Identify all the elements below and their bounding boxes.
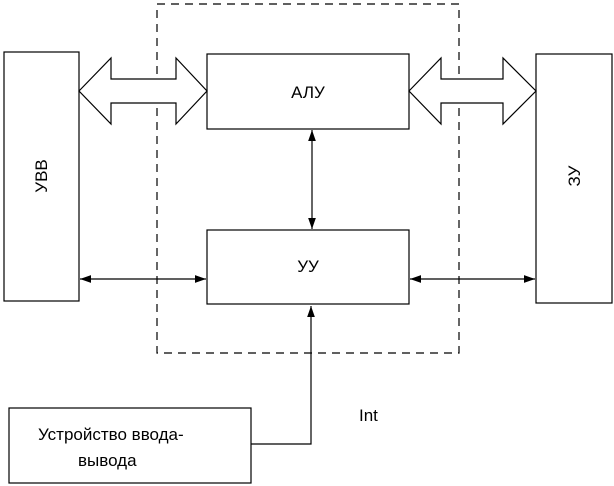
- bus-arrow-io-alu: [78, 56, 208, 126]
- memory-label: ЗУ: [565, 165, 584, 186]
- control-unit-block: УУ: [206, 229, 410, 305]
- io-device-block: Устройство ввода- вывода: [8, 407, 252, 484]
- bus-arrow-alu-memory: [408, 56, 537, 126]
- memory-block: ЗУ: [535, 53, 613, 304]
- processor-boundary: [156, 3, 460, 354]
- control-unit-label: УУ: [297, 257, 319, 276]
- io-device-label-line2: вывода: [78, 451, 137, 470]
- interrupt-line: [251, 306, 315, 445]
- io-device-label-line1: Устройство ввода-: [38, 425, 184, 444]
- alu-label: АЛУ: [291, 83, 325, 102]
- io-unit-label: УВВ: [32, 159, 51, 192]
- interrupt-label: Int: [359, 406, 378, 425]
- alu-block: АЛУ: [206, 53, 410, 130]
- io-unit-block: УВВ: [3, 51, 80, 302]
